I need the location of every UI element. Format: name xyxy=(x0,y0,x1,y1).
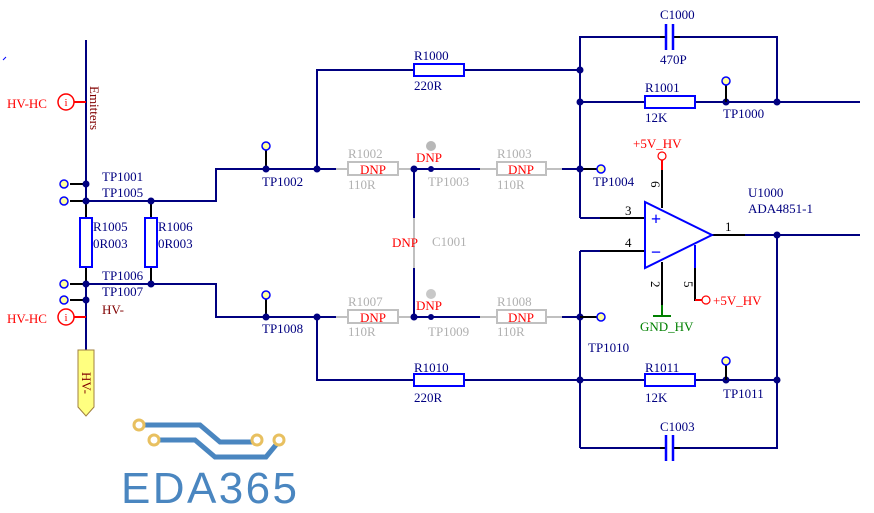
svg-text:TP1003: TP1003 xyxy=(428,174,469,189)
resistor-r1001[interactable] xyxy=(644,95,696,109)
net-label-emitters: Emitters xyxy=(87,86,102,130)
svg-text:0R003: 0R003 xyxy=(158,236,193,251)
svg-text:110R: 110R xyxy=(497,324,525,339)
svg-text:HV-: HV- xyxy=(79,372,94,394)
svg-text:−: − xyxy=(651,242,661,262)
svg-text:R1007: R1007 xyxy=(348,294,383,309)
svg-text:R1002: R1002 xyxy=(348,146,383,161)
svg-text:C1003: C1003 xyxy=(660,419,695,434)
port-label: HV-HC xyxy=(7,311,47,326)
tp1005-label: TP1005 xyxy=(102,185,143,200)
svg-text:R1001: R1001 xyxy=(645,80,680,95)
svg-text:U1000: U1000 xyxy=(748,185,783,200)
testpoint-tp1011[interactable] xyxy=(721,356,731,366)
svg-text:i: i xyxy=(64,312,67,324)
svg-text:1: 1 xyxy=(725,219,732,234)
svg-text:+: + xyxy=(651,209,661,229)
resistor-r1011[interactable] xyxy=(644,373,696,387)
capacitor-c1001-dnp: DNP xyxy=(392,235,418,250)
port-hv-hc-bottom: i HV-HC xyxy=(7,308,75,326)
svg-text:R1011: R1011 xyxy=(645,360,679,375)
svg-text:R1006: R1006 xyxy=(158,219,193,234)
net-label-gnd-hv: GND_HV xyxy=(640,319,694,334)
svg-text:TP1004: TP1004 xyxy=(593,174,635,189)
watermark-logo: EDA365 xyxy=(121,418,297,513)
svg-text:2: 2 xyxy=(648,281,663,288)
svg-text:DNP: DNP xyxy=(508,162,534,177)
testpoint-tp1006[interactable] xyxy=(59,279,69,289)
svg-text:12K: 12K xyxy=(645,390,668,405)
tp1001-label: TP1001 xyxy=(102,169,143,184)
port-info-icon xyxy=(57,308,75,326)
tp1007-label: TP1007 xyxy=(102,284,144,299)
svg-text:R1005: R1005 xyxy=(93,219,128,234)
svg-text:220R: 220R xyxy=(414,78,443,93)
power-port-icon xyxy=(701,295,711,305)
opamp-triangle xyxy=(644,200,715,270)
testpoint-tp1005[interactable] xyxy=(59,196,69,206)
svg-text:R1000: R1000 xyxy=(414,48,449,63)
port-label: HV-HC xyxy=(7,96,47,111)
testpoint-tp1001[interactable] xyxy=(59,179,69,189)
capacitor-c1003[interactable] xyxy=(660,435,680,461)
power-port-icon xyxy=(657,151,667,161)
resistor-r1006[interactable] xyxy=(144,217,158,268)
feedback-network xyxy=(576,36,860,449)
testpoint-tp1000[interactable] xyxy=(721,76,731,86)
svg-text:DNP: DNP xyxy=(360,310,386,325)
svg-text:R1010: R1010 xyxy=(414,360,449,375)
testpoint-tp1004[interactable] xyxy=(596,164,606,174)
port-hv-hc-top: i HV-HC xyxy=(7,93,75,111)
resistor-r1010[interactable] xyxy=(413,373,465,387)
resistor-r1000[interactable] xyxy=(413,63,465,77)
svg-text:12K: 12K xyxy=(645,110,668,125)
testpoint-tp1007[interactable] xyxy=(59,295,69,305)
net-label-5v-hv: +5V_HV xyxy=(633,136,682,151)
svg-text:C1001: C1001 xyxy=(432,234,467,249)
resistor-r1005[interactable] xyxy=(79,217,93,268)
svg-text:DNP: DNP xyxy=(360,162,386,177)
svg-text:DNP: DNP xyxy=(508,310,534,325)
opamp-u1000[interactable]: + − xyxy=(644,151,715,317)
svg-text:ADA4851-1: ADA4851-1 xyxy=(748,201,813,216)
svg-text:4: 4 xyxy=(625,235,632,250)
testpoint-tp1002[interactable] xyxy=(261,141,271,151)
svg-text:3: 3 xyxy=(625,203,632,218)
svg-text:470P: 470P xyxy=(660,52,687,67)
svg-text:EDA365: EDA365 xyxy=(121,464,297,513)
svg-text:220R: 220R xyxy=(414,390,443,405)
svg-text:R1008: R1008 xyxy=(497,294,532,309)
port-hv-minus: HV- xyxy=(77,349,95,417)
svg-text:C1000: C1000 xyxy=(660,7,695,22)
svg-text:0R003: 0R003 xyxy=(93,236,128,251)
testpoint-tp1008[interactable] xyxy=(261,290,271,300)
svg-text:TP1011: TP1011 xyxy=(723,386,764,401)
svg-text:TP1000: TP1000 xyxy=(723,106,764,121)
svg-text:DNP: DNP xyxy=(416,150,442,165)
svg-text:TP1009: TP1009 xyxy=(428,324,469,339)
svg-text:i: i xyxy=(64,97,67,109)
port-info-icon xyxy=(57,93,75,111)
stray-mark xyxy=(2,56,7,61)
tp1006-label: TP1006 xyxy=(102,268,144,283)
capacitor-c1000[interactable] xyxy=(660,24,680,50)
svg-text:R1003: R1003 xyxy=(497,146,532,161)
testpoint-tp1009[interactable] xyxy=(426,289,436,299)
svg-text:110R: 110R xyxy=(497,177,525,192)
svg-text:TP1010: TP1010 xyxy=(588,340,629,355)
svg-text:TP1002: TP1002 xyxy=(262,174,303,189)
svg-text:6: 6 xyxy=(648,181,663,188)
net-label-5v-hv: +5V_HV xyxy=(713,293,762,308)
testpoint-tp1003[interactable] xyxy=(426,141,436,151)
net-label-hv-minus: HV- xyxy=(102,302,124,317)
svg-text:TP1008: TP1008 xyxy=(262,321,303,336)
svg-text:5: 5 xyxy=(681,281,696,288)
testpoint-tp1010[interactable] xyxy=(596,312,606,322)
svg-text:110R: 110R xyxy=(348,324,376,339)
svg-text:DNP: DNP xyxy=(416,298,442,313)
svg-text:110R: 110R xyxy=(348,177,376,192)
